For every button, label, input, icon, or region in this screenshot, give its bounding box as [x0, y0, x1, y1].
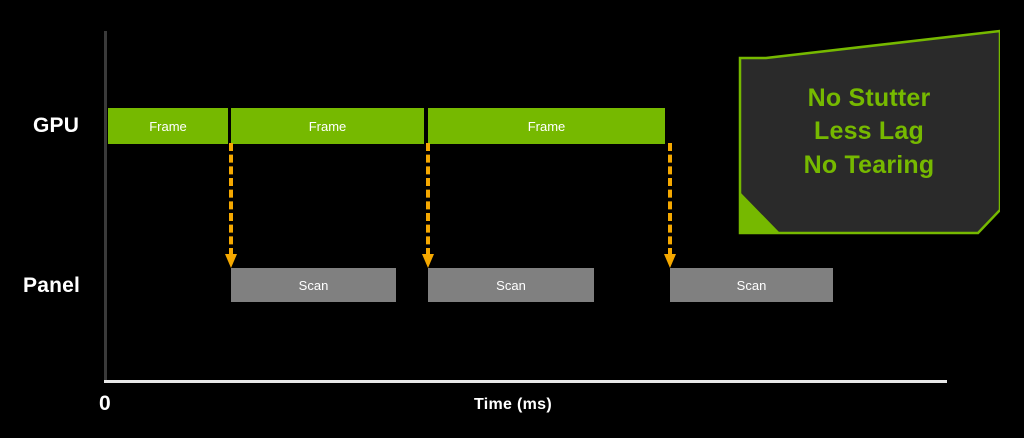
panel-scan-bar: Scan — [670, 268, 833, 302]
callout-body — [738, 29, 1000, 235]
time-axis-line — [104, 380, 947, 383]
x-axis-label: Time (ms) — [474, 396, 552, 413]
gpu-frame-bar: Frame — [428, 108, 665, 144]
callout-shape — [738, 28, 1000, 235]
gpu-frame-bar: Frame — [108, 108, 228, 144]
panel-scan-bar-label: Scan — [496, 277, 526, 293]
panel-scan-bar-label: Scan — [298, 277, 329, 293]
benefits-callout: No Stutter Less Lag No Tearing — [738, 28, 1000, 236]
panel-scan-bar: Scan — [231, 268, 396, 302]
arrow-head — [422, 254, 434, 268]
arrow-stem — [668, 143, 672, 256]
arrow-head — [664, 254, 676, 268]
row-label-panel: Panel — [23, 274, 81, 297]
frame-to-scan-arrow-icon — [225, 143, 237, 269]
gpu-frame-bar: Frame — [231, 108, 424, 144]
arrow-stem — [229, 143, 233, 256]
panel-scan-bar: Scan — [428, 268, 594, 302]
vertical-axis — [104, 31, 107, 383]
arrow-head — [225, 254, 237, 268]
gpu-frame-bar-label: Frame — [308, 118, 347, 134]
gpu-frame-bar-label: Frame — [149, 118, 187, 134]
callout-corner-accent-icon — [740, 192, 780, 233]
callout-spacer — [738, 28, 766, 58]
arrow-stem — [426, 143, 430, 256]
axis-origin-label: 0 — [99, 392, 111, 415]
panel-scan-bar-label: Scan — [736, 277, 767, 293]
gpu-frame-bar-label: Frame — [527, 118, 566, 134]
row-label-gpu: GPU — [33, 114, 80, 137]
frame-to-scan-arrow-icon — [664, 143, 676, 269]
frame-to-scan-arrow-icon — [422, 143, 434, 269]
